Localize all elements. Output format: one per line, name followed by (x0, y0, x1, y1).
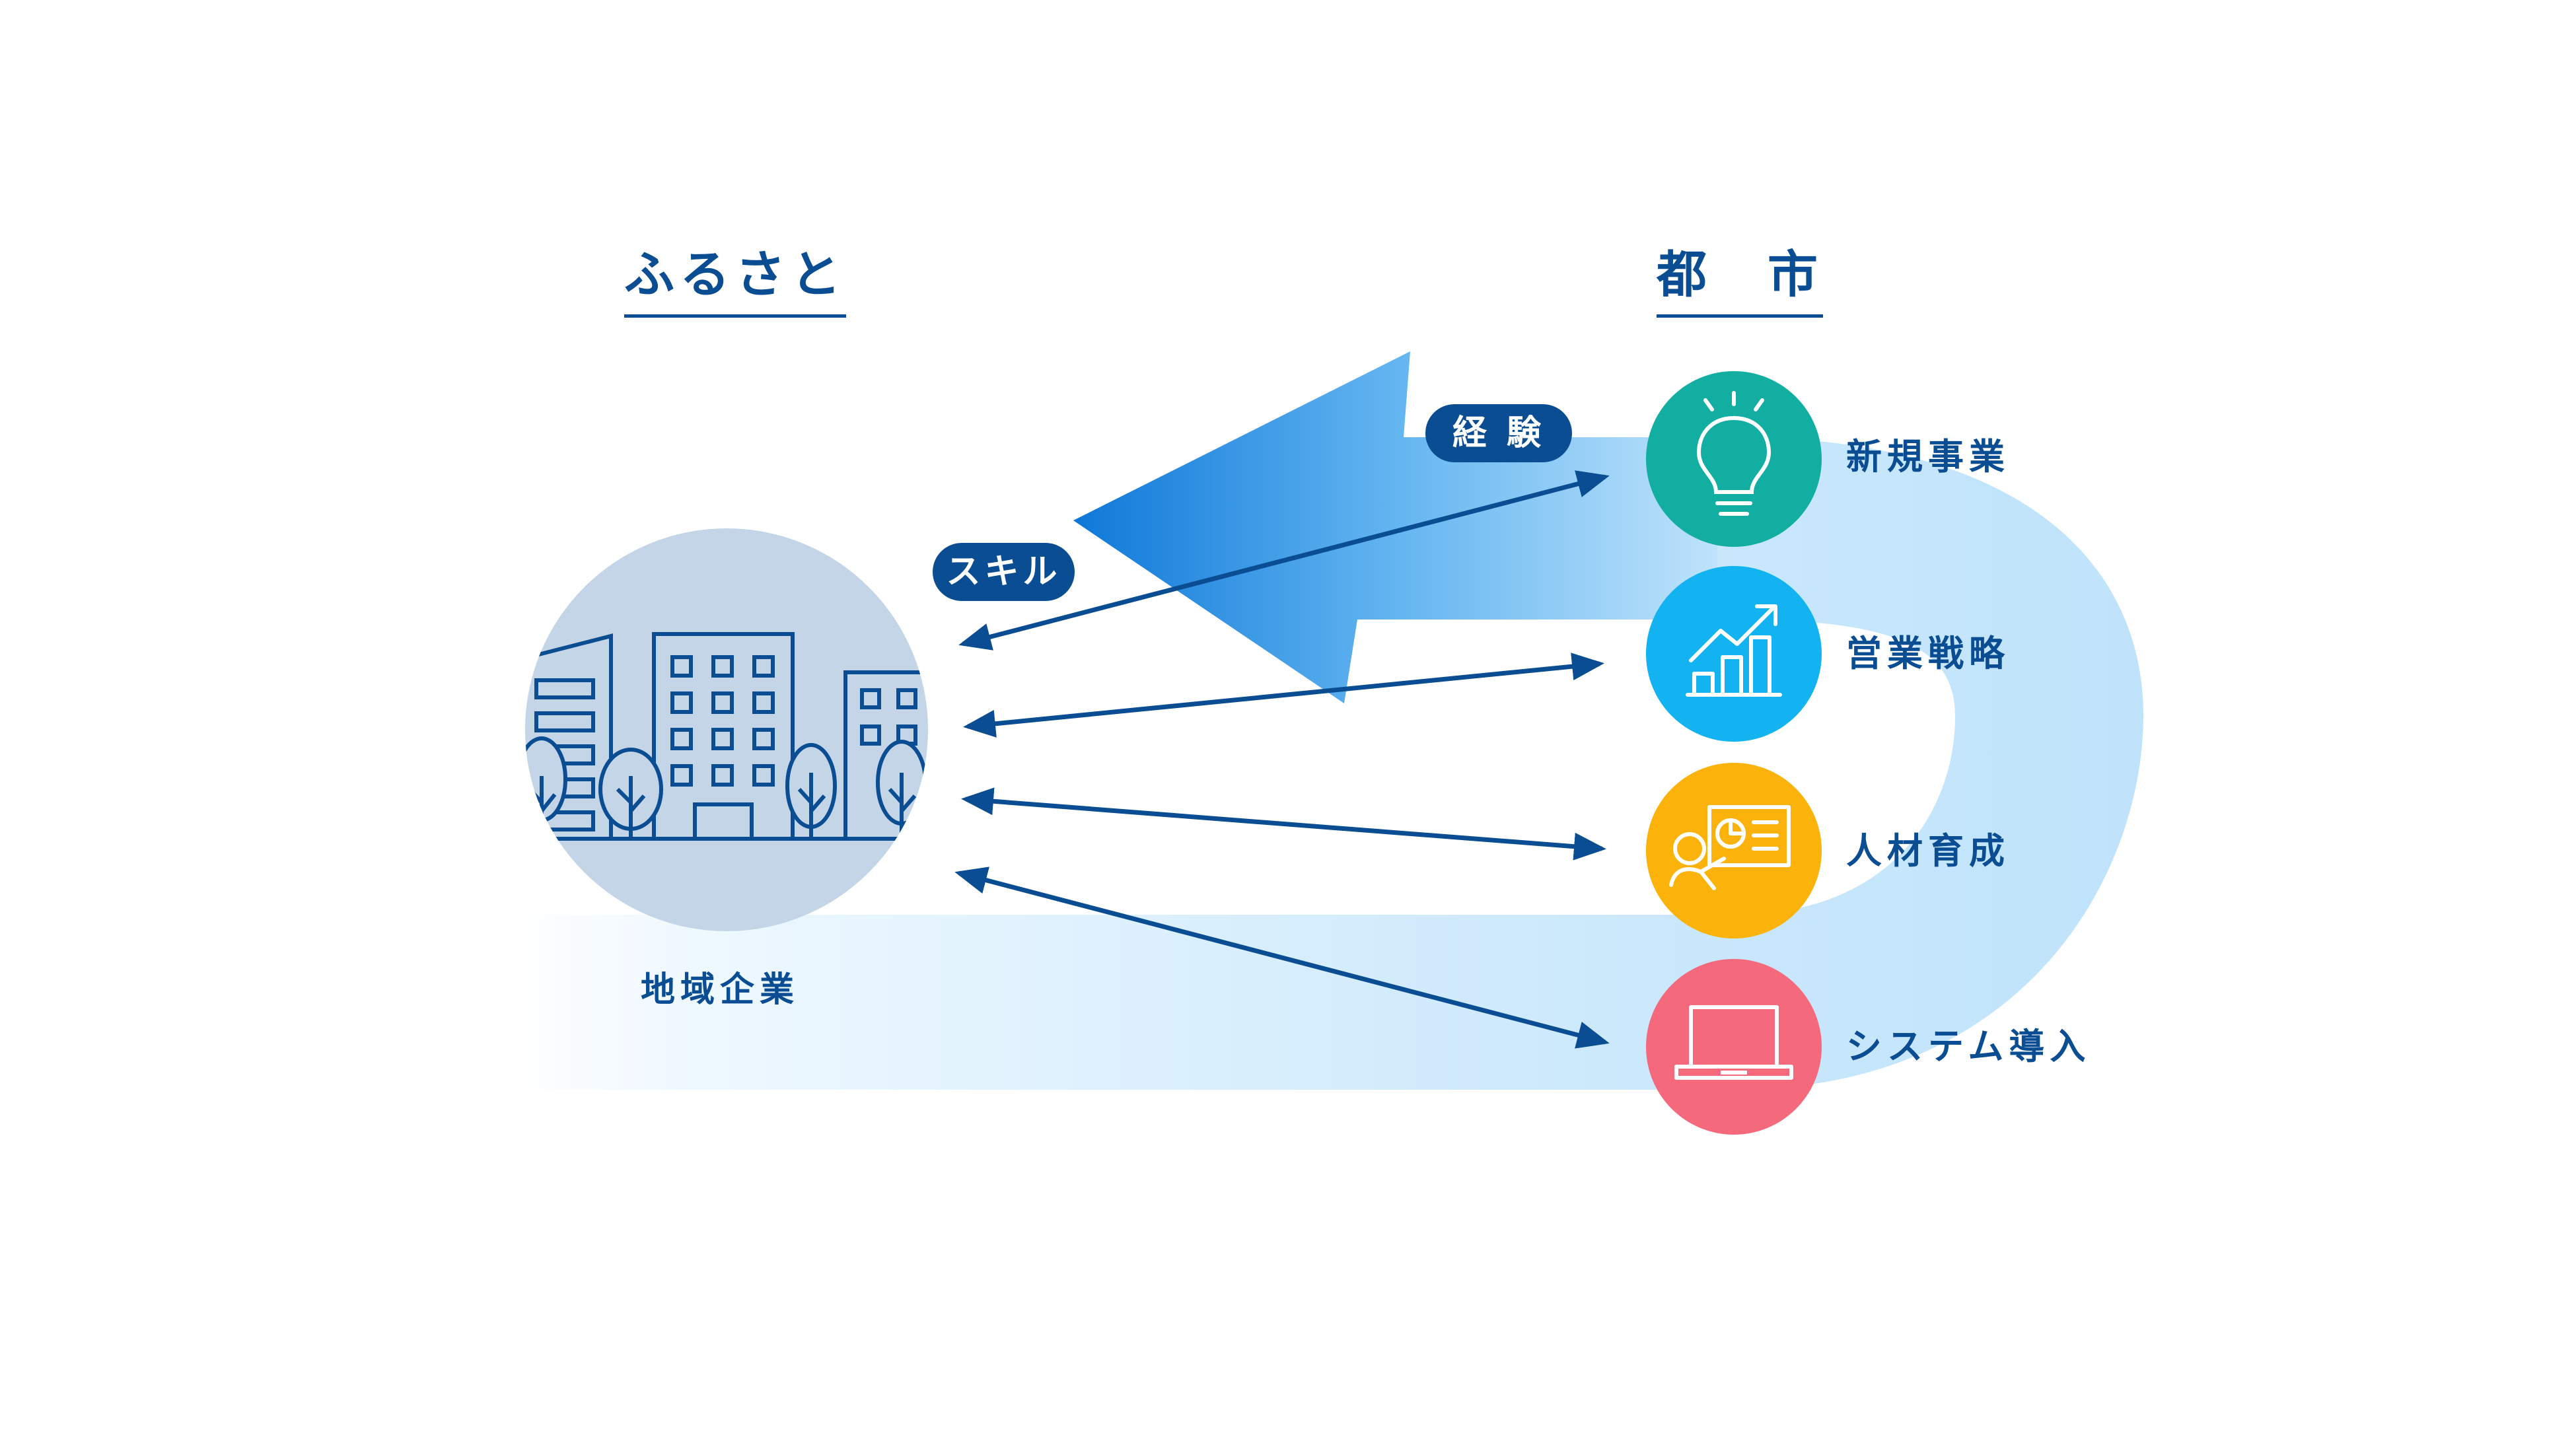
item-circle-sales-strategy (1646, 566, 1822, 742)
item-label-new-business: 新規事業 (1846, 439, 2010, 475)
arrow-sales-strategy (968, 664, 1600, 726)
item-circle-system-introduction (1646, 959, 1822, 1135)
item-label-sales-strategy: 営業戦略 (1846, 636, 2010, 672)
item-label-system-introduction: システム導入 (1846, 1029, 2091, 1065)
arrow-hr-development (966, 799, 1602, 849)
city-heading: 都 市 (1657, 250, 1823, 318)
experience-pill: 経 験 (1425, 404, 1572, 462)
hometown-heading: ふるさと (624, 250, 846, 318)
item-label-hr-development: 人材育成 (1846, 833, 2010, 869)
company-circle (518, 528, 945, 931)
item-circle-hr-development (1646, 763, 1822, 938)
company-label: 地域企業 (641, 973, 799, 1007)
return-flow-arrowhead (1073, 351, 1717, 703)
skill-pill: スキル (933, 543, 1075, 601)
